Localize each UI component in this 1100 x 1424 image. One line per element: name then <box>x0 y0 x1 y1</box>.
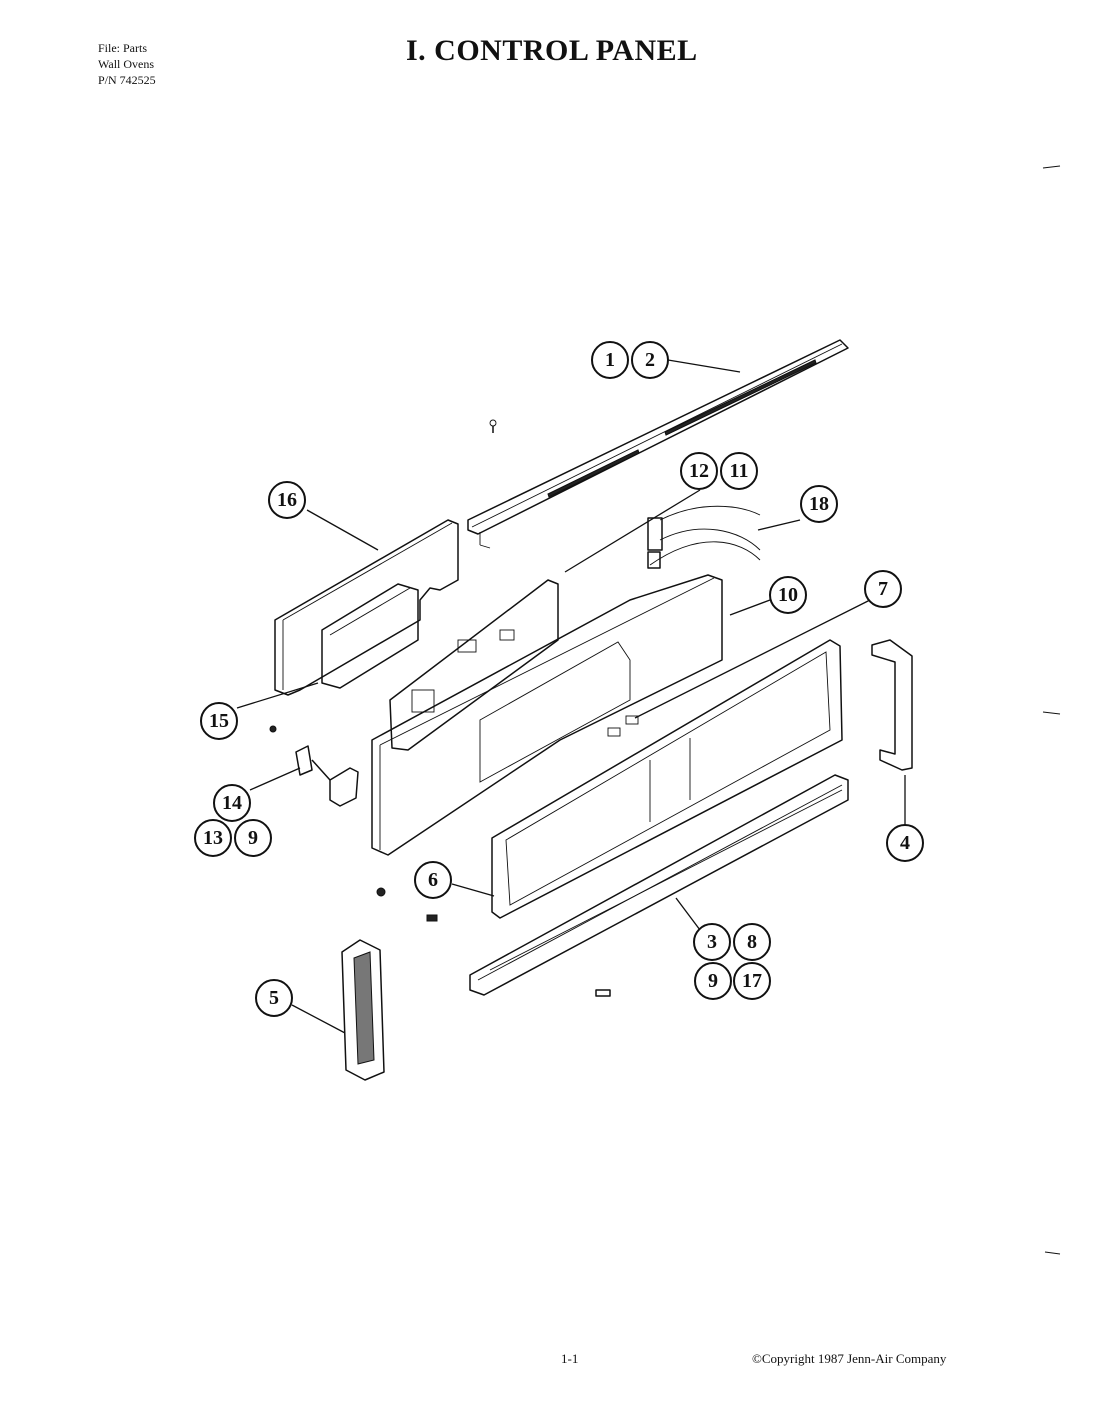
part-number-label: P/N 742525 <box>98 73 156 87</box>
side-bracket-part <box>274 519 459 696</box>
callout-2: 2 <box>631 341 669 379</box>
callout-9-right-label: 9 <box>708 970 718 992</box>
callout-5-label: 5 <box>269 987 279 1009</box>
screw-part <box>489 419 497 433</box>
callout-15-label: 15 <box>209 710 229 732</box>
callout-8: 8 <box>733 923 771 961</box>
mounting-plate-part <box>321 583 419 689</box>
leader-lines <box>236 359 906 1034</box>
callout-12: 12 <box>680 452 718 490</box>
control-housing-part <box>371 574 723 856</box>
callout-4-label: 4 <box>900 832 910 854</box>
callout-9-right: 9 <box>694 962 732 1000</box>
right-end-cap-part <box>871 639 913 771</box>
callout-3-label: 3 <box>707 931 717 953</box>
callout-11-label: 11 <box>730 460 749 482</box>
callout-16-label: 16 <box>277 489 297 511</box>
switch-assembly-part <box>295 745 359 807</box>
callout-10-label: 10 <box>778 584 798 606</box>
glass-panel-part <box>491 639 843 919</box>
callout-17: 17 <box>733 962 771 1000</box>
wire-harness-part <box>647 505 761 569</box>
callout-16: 16 <box>268 481 306 519</box>
callout-13-label: 13 <box>203 827 223 849</box>
callout-7: 7 <box>864 570 902 608</box>
page-title: I. CONTROL PANEL <box>406 34 698 67</box>
page-number: 1-1 <box>561 1351 579 1366</box>
fastener-parts <box>269 725 611 997</box>
callout-9-left: 9 <box>234 819 272 857</box>
callout-7-label: 7 <box>878 578 888 600</box>
left-end-cap-part <box>341 939 385 1081</box>
callout-6: 6 <box>414 861 452 899</box>
file-label: File: Parts <box>98 41 148 55</box>
callout-1: 1 <box>591 341 629 379</box>
callout-15: 15 <box>200 702 238 740</box>
callout-1-label: 1 <box>605 349 615 371</box>
callout-12-label: 12 <box>689 460 709 482</box>
callout-17-label: 17 <box>742 970 762 992</box>
callout-14-label: 14 <box>222 792 242 814</box>
callout-10: 10 <box>769 576 807 614</box>
callout-11: 11 <box>720 452 758 490</box>
callout-3: 3 <box>693 923 731 961</box>
callout-4: 4 <box>886 824 924 862</box>
callout-8-label: 8 <box>747 931 757 953</box>
callout-14: 14 <box>213 784 251 822</box>
circuit-board-part <box>389 579 559 751</box>
product-label: Wall Ovens <box>98 57 155 71</box>
callout-18: 18 <box>800 485 838 523</box>
top-trim-strip <box>467 339 849 549</box>
callout-2-label: 2 <box>645 349 655 371</box>
callout-13: 13 <box>194 819 232 857</box>
page-edge-marks <box>1042 165 1061 1255</box>
callout-5: 5 <box>255 979 293 1017</box>
bottom-channel-part <box>469 774 849 996</box>
copyright-notice: ©Copyright 1987 Jenn-Air Company <box>752 1351 947 1366</box>
callout-9-left-label: 9 <box>248 827 258 849</box>
file-info: File: Parts Wall Ovens P/N 742525 <box>98 40 156 88</box>
callout-18-label: 18 <box>809 493 829 515</box>
callout-6-label: 6 <box>428 869 438 891</box>
